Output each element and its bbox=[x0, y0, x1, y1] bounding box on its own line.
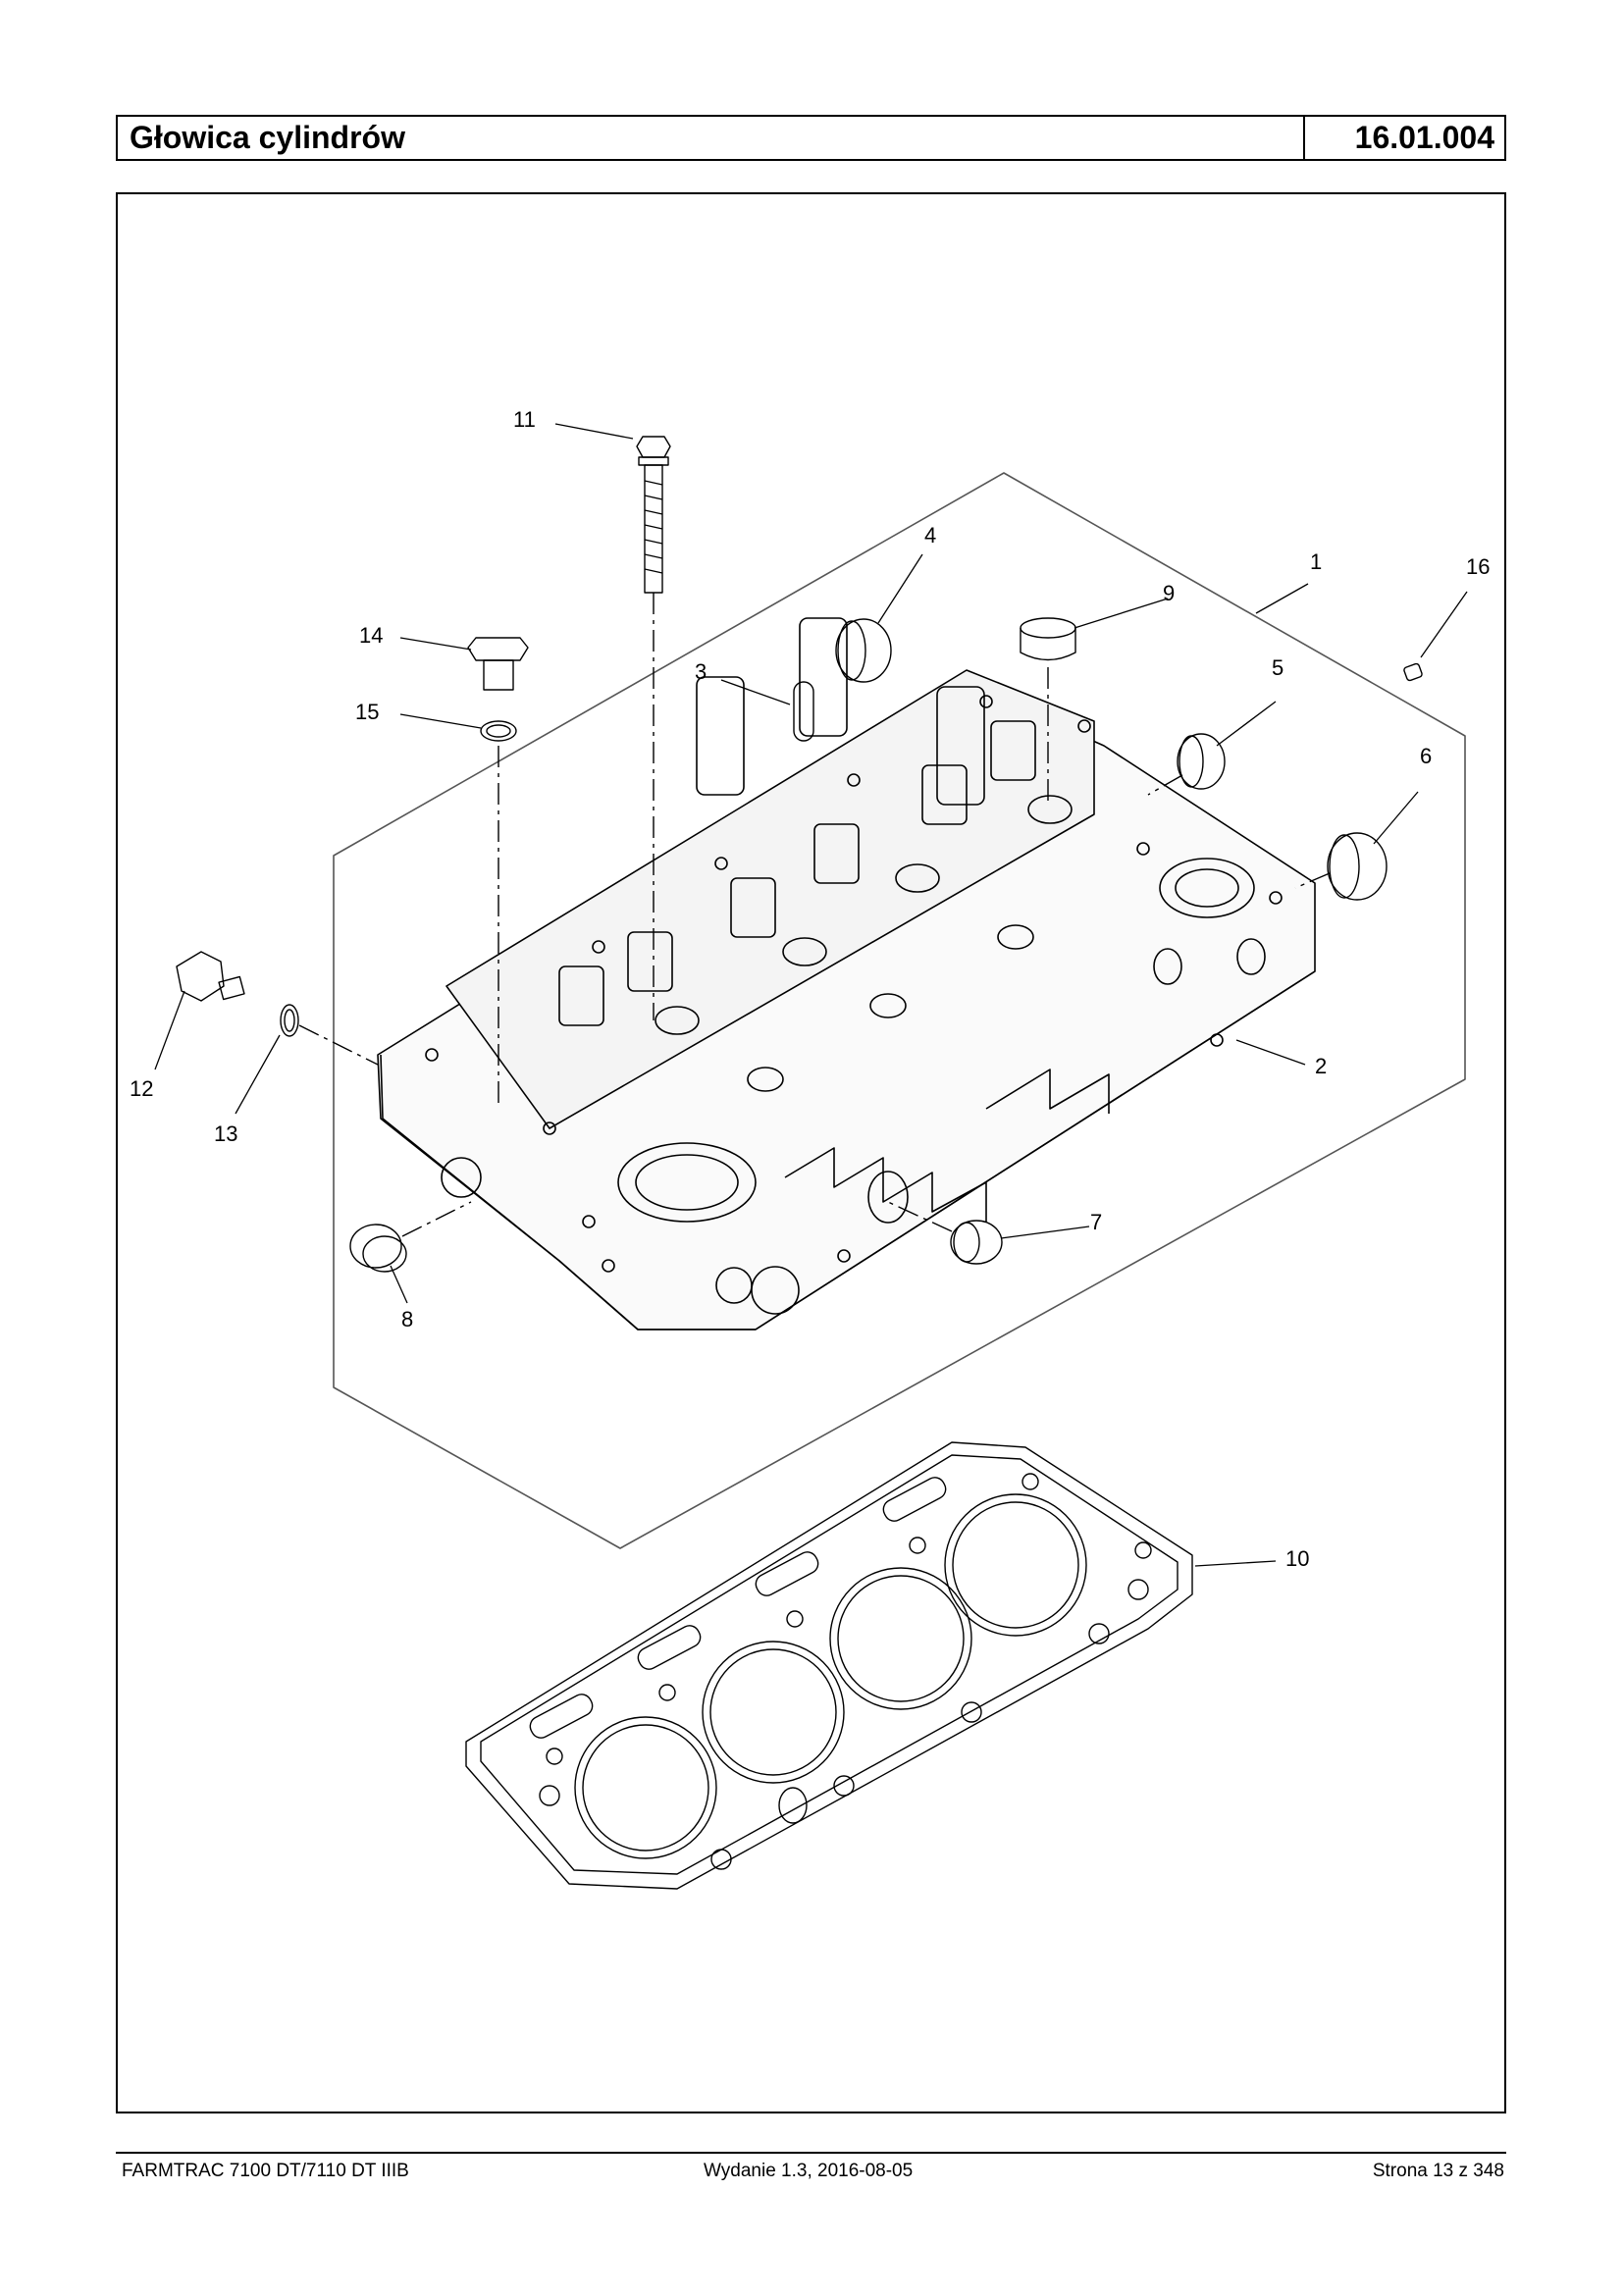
callout-14: 14 bbox=[359, 623, 383, 648]
pin-3 bbox=[793, 681, 814, 742]
footer-page-number: Strona 13 z 348 bbox=[1372, 2161, 1504, 2181]
seal-ring-15 bbox=[480, 720, 517, 742]
section-code: 16.01.004 bbox=[1354, 120, 1494, 155]
callout-3: 3 bbox=[695, 659, 707, 684]
callout-6: 6 bbox=[1420, 744, 1432, 768]
sleeve-16 bbox=[1403, 662, 1423, 682]
callout-1: 1 bbox=[1310, 549, 1322, 574]
cylinder-head bbox=[377, 617, 1316, 1330]
cup-9 bbox=[1020, 617, 1076, 661]
callout-5: 5 bbox=[1272, 655, 1283, 680]
footer-model: FARMTRAC 7100 DT/7110 DT IIIB bbox=[122, 2161, 409, 2181]
title-bar: Głowica cylindrów 16.01.004 bbox=[116, 115, 1506, 161]
callout-8: 8 bbox=[401, 1307, 413, 1331]
seal-ring-13 bbox=[280, 1004, 299, 1037]
plug-14 bbox=[467, 637, 529, 691]
callout-11: 11 bbox=[513, 407, 536, 432]
callout-2: 2 bbox=[1315, 1054, 1327, 1078]
plug-12 bbox=[176, 951, 245, 1002]
callout-7: 7 bbox=[1090, 1210, 1102, 1234]
page-title: Głowica cylindrów bbox=[118, 117, 1305, 159]
drawing-frame bbox=[116, 192, 1506, 2113]
cup-8 bbox=[349, 1224, 407, 1273]
expansion-plug-4 bbox=[835, 618, 892, 683]
callout-4: 4 bbox=[924, 523, 936, 548]
callout-10: 10 bbox=[1285, 1546, 1309, 1571]
footer-rule bbox=[116, 2152, 1506, 2154]
bolt-11 bbox=[636, 436, 671, 594]
callout-16: 16 bbox=[1466, 554, 1490, 579]
expansion-plug-6 bbox=[1327, 832, 1388, 901]
callout-15: 15 bbox=[355, 700, 379, 724]
expansion-plug-7 bbox=[950, 1220, 1003, 1265]
assembly-boundary bbox=[333, 472, 1466, 1549]
footer-edition: Wydanie 1.3, 2016-08-05 bbox=[704, 2161, 914, 2181]
callout-12: 12 bbox=[130, 1076, 153, 1101]
head-gasket bbox=[465, 1441, 1193, 1890]
callout-13: 13 bbox=[214, 1121, 237, 1146]
callout-9: 9 bbox=[1163, 581, 1175, 605]
expansion-plug-5 bbox=[1177, 733, 1226, 790]
